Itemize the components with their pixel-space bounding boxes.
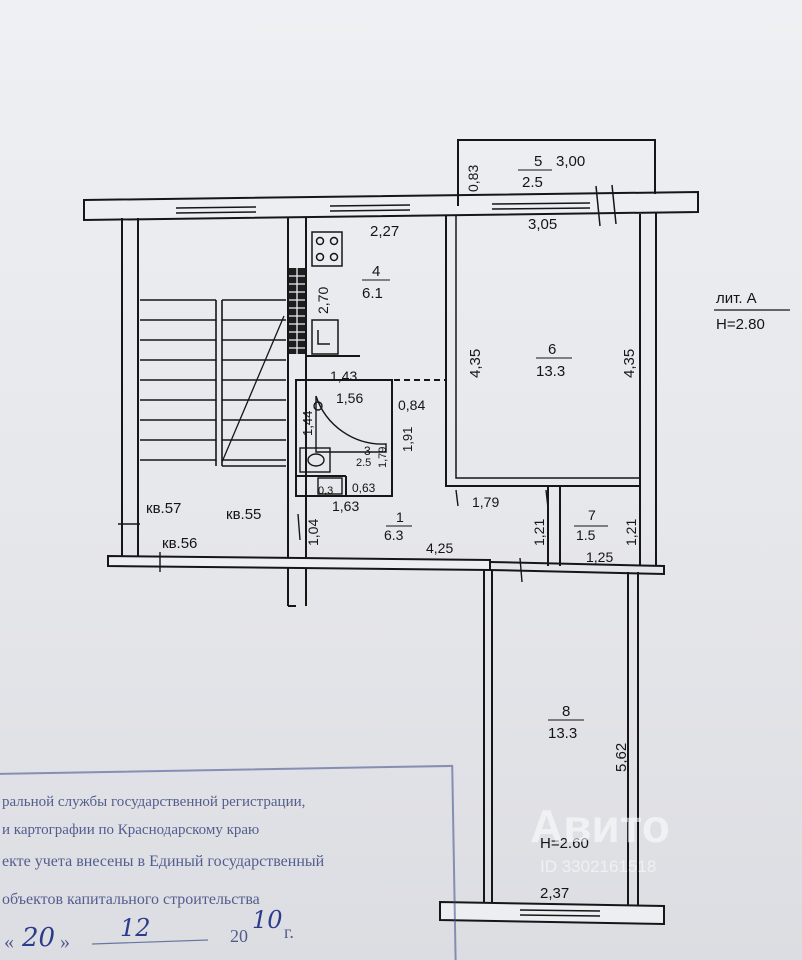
dim-2-27: 2,27 xyxy=(370,223,399,240)
stamp-date-quote-open: « xyxy=(4,931,14,953)
dim-1-79-hall: 1,79 xyxy=(472,494,499,510)
room-5-number: 5 xyxy=(534,153,542,170)
dim-4-35-left: 4,35 xyxy=(467,349,484,378)
dim-4-25: 4,25 xyxy=(426,540,453,556)
stamp-date-day: 20 xyxy=(21,923,55,953)
stamp-line-1: ральной службы государственной регистрац… xyxy=(2,794,305,810)
dim-2-70: 2,70 xyxy=(315,287,331,314)
dim-0-84: 0,84 xyxy=(398,397,425,413)
dim-1-63: 1,63 xyxy=(332,498,359,514)
dim-1-21-left: 1,21 xyxy=(531,519,547,546)
bathtub-icon xyxy=(313,395,387,453)
dim-5-62: 5,62 xyxy=(613,743,630,772)
stamp-date-suffix: г. xyxy=(284,922,294,942)
watermark: Авито ID 3302161518 xyxy=(530,800,670,876)
watermark-brand: Авито xyxy=(530,800,670,852)
plan-labels: лит. А H=2.80 5 2.5 3,00 0,83 2,27 4 6.1… xyxy=(146,153,790,902)
registration-stamp: ральной службы государственной регистрац… xyxy=(0,764,457,960)
stamp-line-2: и картографии по Краснодарскому краю xyxy=(2,822,259,838)
dim-1-04: 1,04 xyxy=(305,519,321,546)
dim-2-37: 2,37 xyxy=(540,885,569,902)
room-4-area: 6.1 xyxy=(362,285,383,302)
room-8-height: H=2.60 xyxy=(540,835,589,852)
room-1-number: 1 xyxy=(396,509,404,525)
room-6-area: 13.3 xyxy=(536,363,565,380)
toilet-icon xyxy=(299,447,331,473)
room-8-number: 8 xyxy=(562,703,570,720)
dim-1-44: 1,44 xyxy=(300,411,315,436)
stamp-date-year-prefix: 20 xyxy=(230,926,248,946)
room-3-number: 3 xyxy=(364,444,371,458)
neighbor-kv55: кв.55 xyxy=(226,506,261,523)
lit-label: лит. А xyxy=(716,290,757,307)
stove-icon xyxy=(311,231,343,267)
room-1-area: 6.3 xyxy=(384,527,404,543)
room-5-area: 2.5 xyxy=(522,174,543,191)
ventilation-grid xyxy=(289,268,305,354)
stamp-line-3: екте учета внесены в Единый государствен… xyxy=(2,853,325,870)
room-3-area: 2.5 xyxy=(356,457,371,469)
dim-1-21-right: 1,21 xyxy=(623,519,639,546)
dim-1-56: 1,56 xyxy=(336,390,363,406)
dim-1-25: 1,25 xyxy=(586,549,613,565)
room-4-number: 4 xyxy=(372,263,380,280)
dim-0-83: 0,83 xyxy=(465,165,481,192)
stamp-date-month: 12 xyxy=(120,914,151,942)
dim-3-00: 3,00 xyxy=(556,153,585,170)
dim-3-05: 3,05 xyxy=(528,216,557,233)
dim-1-91: 1,91 xyxy=(400,427,415,452)
neighbor-kv57: кв.57 xyxy=(146,500,181,517)
room-7-number: 7 xyxy=(588,507,596,523)
dim-0-3: 0,3 xyxy=(318,485,333,497)
stamp-line-4: объектов капитального строительства xyxy=(2,891,260,908)
sink-icon xyxy=(311,319,339,355)
room-8-area: 13.3 xyxy=(548,725,577,742)
watermark-id: ID 3302161518 xyxy=(540,857,656,876)
room-7-area: 1.5 xyxy=(576,527,596,543)
ceiling-height-label: H=2.80 xyxy=(716,316,765,333)
dim-4-35-right: 4,35 xyxy=(621,349,638,378)
neighbor-kv56: кв.56 xyxy=(162,535,197,552)
dim-0-63: 0,63 xyxy=(352,481,376,495)
staircase xyxy=(140,299,286,467)
washbasin-icon xyxy=(317,477,343,495)
dimension-ticks xyxy=(118,489,549,583)
dim-1-79-bath: 1,79 xyxy=(377,447,389,468)
stamp-date-year: 10 xyxy=(252,906,283,934)
stamp-date-quote-close: » xyxy=(60,931,70,953)
dim-1-43: 1,43 xyxy=(330,368,357,384)
walls xyxy=(83,139,699,926)
room-6-number: 6 xyxy=(548,341,556,358)
